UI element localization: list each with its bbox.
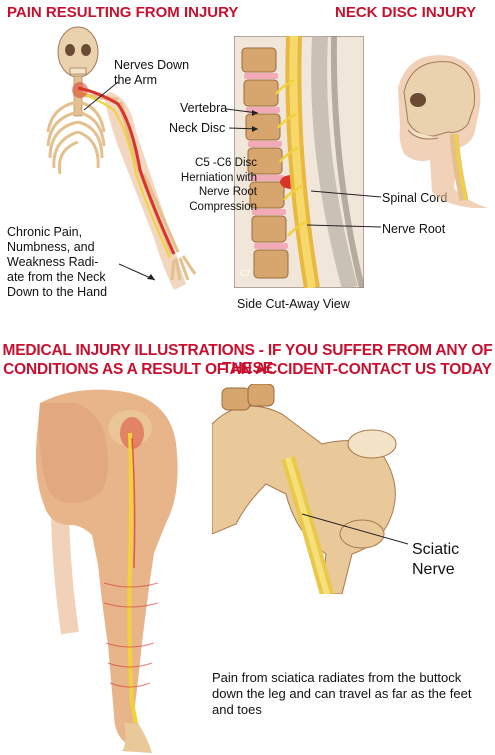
pelvis-sciatic-illustration [212, 384, 409, 594]
label-herniation: C5 -C6 Disc Herniation with Nerve Root C… [180, 157, 257, 213]
spine-cutaway-illustration: C7 [234, 36, 364, 288]
label-vertebra: Vertebra [180, 101, 228, 115]
label-nerves-down-arm: Nerves Down the Arm [114, 58, 190, 87]
sciatica-description: Pain from sciatica radiates from the but… [212, 670, 472, 717]
label-chronic-pain: Chronic Pain, Numbness, and Weakness Rad… [7, 225, 108, 299]
banner-line-2: CONDITIONS AS A RESULT OF AN ACCIDENT-CO… [3, 361, 492, 378]
leader-lines-cord-root [306, 190, 382, 228]
leader-line-nerves-arm [83, 81, 119, 111]
label-sciatic-nerve: Sciatic Nerve [412, 541, 460, 578]
leg-sciatica-illustration [36, 389, 178, 753]
label-side-cut-away-view: Side Cut-Away View [237, 297, 350, 311]
label-neck-disc: Neck Disc [169, 121, 226, 135]
head-neck-illustration [398, 55, 488, 208]
label-nerve-root: Nerve Root [382, 222, 446, 236]
leader-lines-vertebra-disc [225, 108, 259, 132]
leader-arrow-chronic-pain [118, 263, 156, 281]
c7-label: C7 [240, 269, 251, 278]
heading-pain-resulting-from-injury: PAIN RESULTING FROM INJURY [7, 4, 239, 21]
skeleton-arm-illustration [46, 26, 197, 290]
label-spinal-cord: Spinal Cord [382, 191, 448, 205]
heading-neck-disc-injury: NECK DISC INJURY [335, 4, 477, 21]
banner-line-1: MEDICAL INJURY ILLUSTRATIONS - IF YOU SU… [2, 342, 493, 377]
